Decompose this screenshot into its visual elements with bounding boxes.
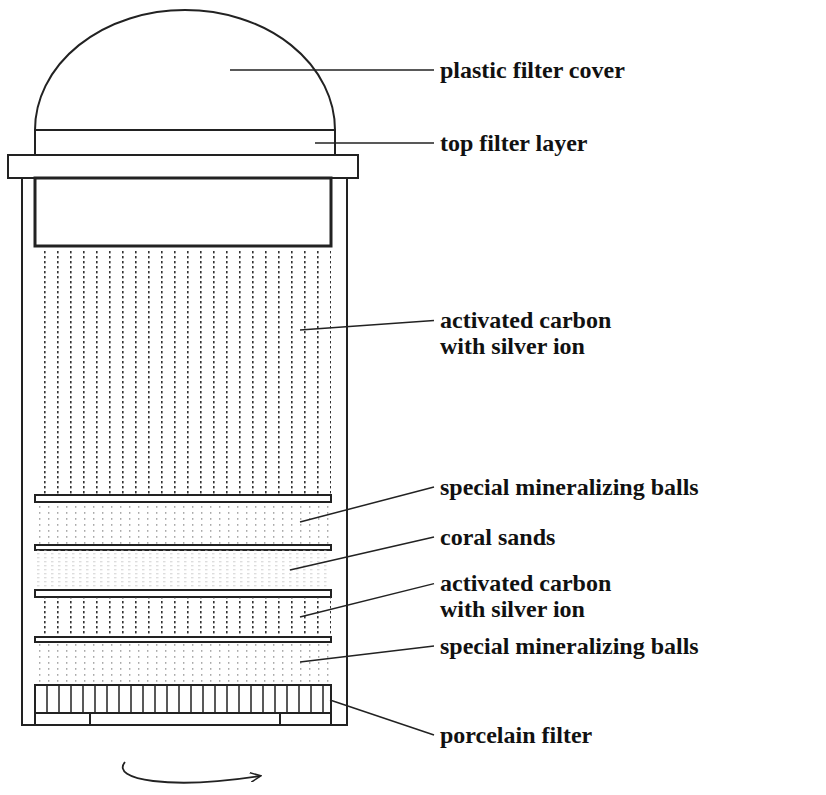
part-label: porcelain filter xyxy=(440,722,592,748)
cell-stroke xyxy=(70,686,72,712)
cell-stroke xyxy=(226,686,228,712)
mineral-layer xyxy=(35,642,331,683)
part-label: top filter layer xyxy=(440,130,588,156)
coral-layer xyxy=(35,550,331,590)
cell-stroke xyxy=(58,686,60,712)
part-label: coral sands xyxy=(440,524,555,550)
cell-stroke xyxy=(202,686,204,712)
cell-stroke xyxy=(214,686,216,712)
leader-line xyxy=(330,700,434,735)
part-label: activated carbon with silver ion xyxy=(440,570,655,623)
leader-line xyxy=(300,584,434,617)
leader-line xyxy=(315,142,434,144)
cell-stroke xyxy=(274,686,276,712)
rotation-arrow xyxy=(123,762,260,783)
cell-stroke xyxy=(118,686,120,712)
leader-line xyxy=(290,537,434,570)
cell-stroke xyxy=(178,686,180,712)
cell-stroke xyxy=(94,686,96,712)
separator xyxy=(35,590,331,597)
foot xyxy=(35,713,90,725)
cell-stroke xyxy=(238,686,240,712)
cell-stroke xyxy=(142,686,144,712)
leader-line xyxy=(300,487,434,522)
cell-stroke xyxy=(82,686,84,712)
cell-stroke xyxy=(106,686,108,712)
cartridge-wall xyxy=(22,178,347,725)
cell-stroke xyxy=(286,686,288,712)
cell-stroke xyxy=(166,686,168,712)
part-label: special mineralizing balls xyxy=(440,474,699,500)
cartridge-lip xyxy=(8,155,358,178)
leader-line xyxy=(300,646,434,662)
porcelain-filter xyxy=(35,685,331,713)
cell-stroke xyxy=(310,686,312,712)
cell-stroke xyxy=(250,686,252,712)
carbon-layer xyxy=(35,250,331,495)
carbon-layer xyxy=(35,597,331,637)
cell-stroke xyxy=(190,686,192,712)
cell-stroke xyxy=(298,686,300,712)
separator xyxy=(35,495,331,502)
foot xyxy=(280,713,331,725)
cell-stroke xyxy=(154,686,156,712)
porcelain-cells xyxy=(47,686,323,712)
leader-line xyxy=(230,69,434,71)
top-chamber xyxy=(35,178,331,246)
leader-line xyxy=(300,321,434,330)
cell-stroke xyxy=(46,686,48,712)
part-label: special mineralizing balls xyxy=(440,633,699,659)
cell-stroke xyxy=(130,686,132,712)
cell-stroke xyxy=(322,686,324,712)
part-label: plastic filter cover xyxy=(440,57,625,83)
top-filter-layer xyxy=(35,130,335,155)
separator xyxy=(35,545,331,550)
cell-stroke xyxy=(262,686,264,712)
separator xyxy=(35,637,331,642)
mineral-layer xyxy=(35,502,331,545)
part-label: activated carbon with silver ion xyxy=(440,307,655,360)
